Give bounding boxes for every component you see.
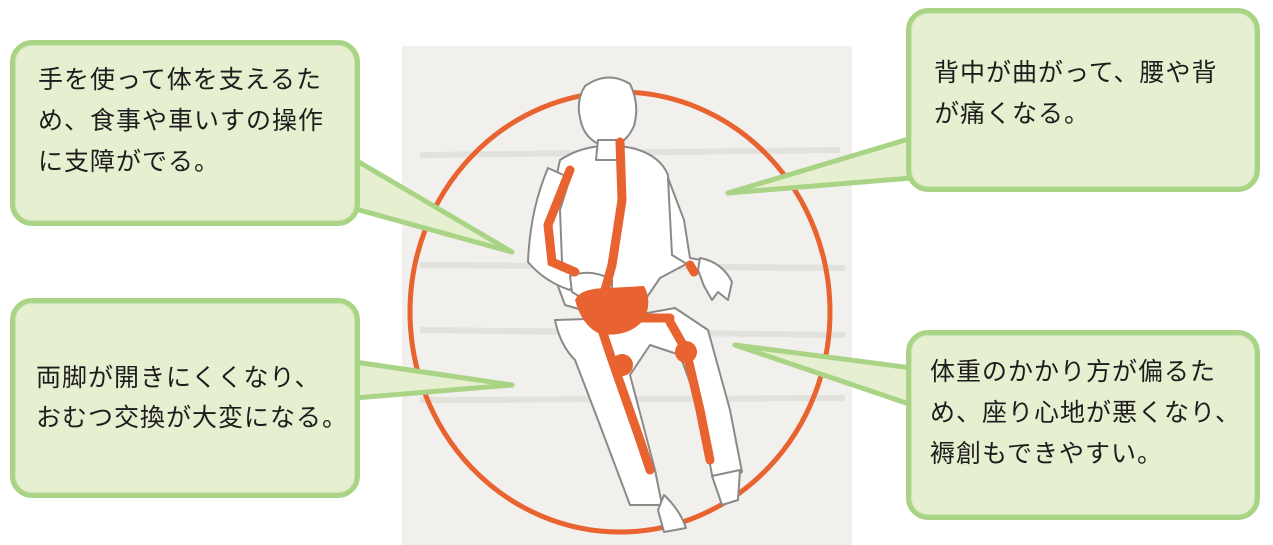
callout-weight-line-3: 褥創もできやすい。 (930, 434, 1163, 474)
hands-callout-tail (352, 158, 512, 252)
callout-back-line-2: が痛くなる。 (934, 94, 1090, 134)
callout-hands-line-2: め、食事や車いすの操作 (38, 101, 324, 141)
callout-legs-line-1: 両脚が開きにくくなり、 (36, 358, 321, 398)
callout-hands-line-3: に支障がでる。 (38, 142, 220, 182)
callout-legs-line-2: おむつ交換が大変になる。 (36, 398, 348, 438)
callout-hands-line-1: 手を使って体を支えるた (38, 60, 322, 100)
callout-weight-line-2: め、座り心地が悪くなり、 (930, 393, 1241, 433)
callout-back-line-1: 背中が曲がって、腰や背 (934, 53, 1218, 93)
right-knee-highlight (675, 341, 697, 363)
left-knee-highlight (611, 354, 633, 376)
legs-callout-tail (355, 362, 512, 398)
callout-weight-line-1: 体重のかかり方が偏るた (930, 352, 1216, 392)
